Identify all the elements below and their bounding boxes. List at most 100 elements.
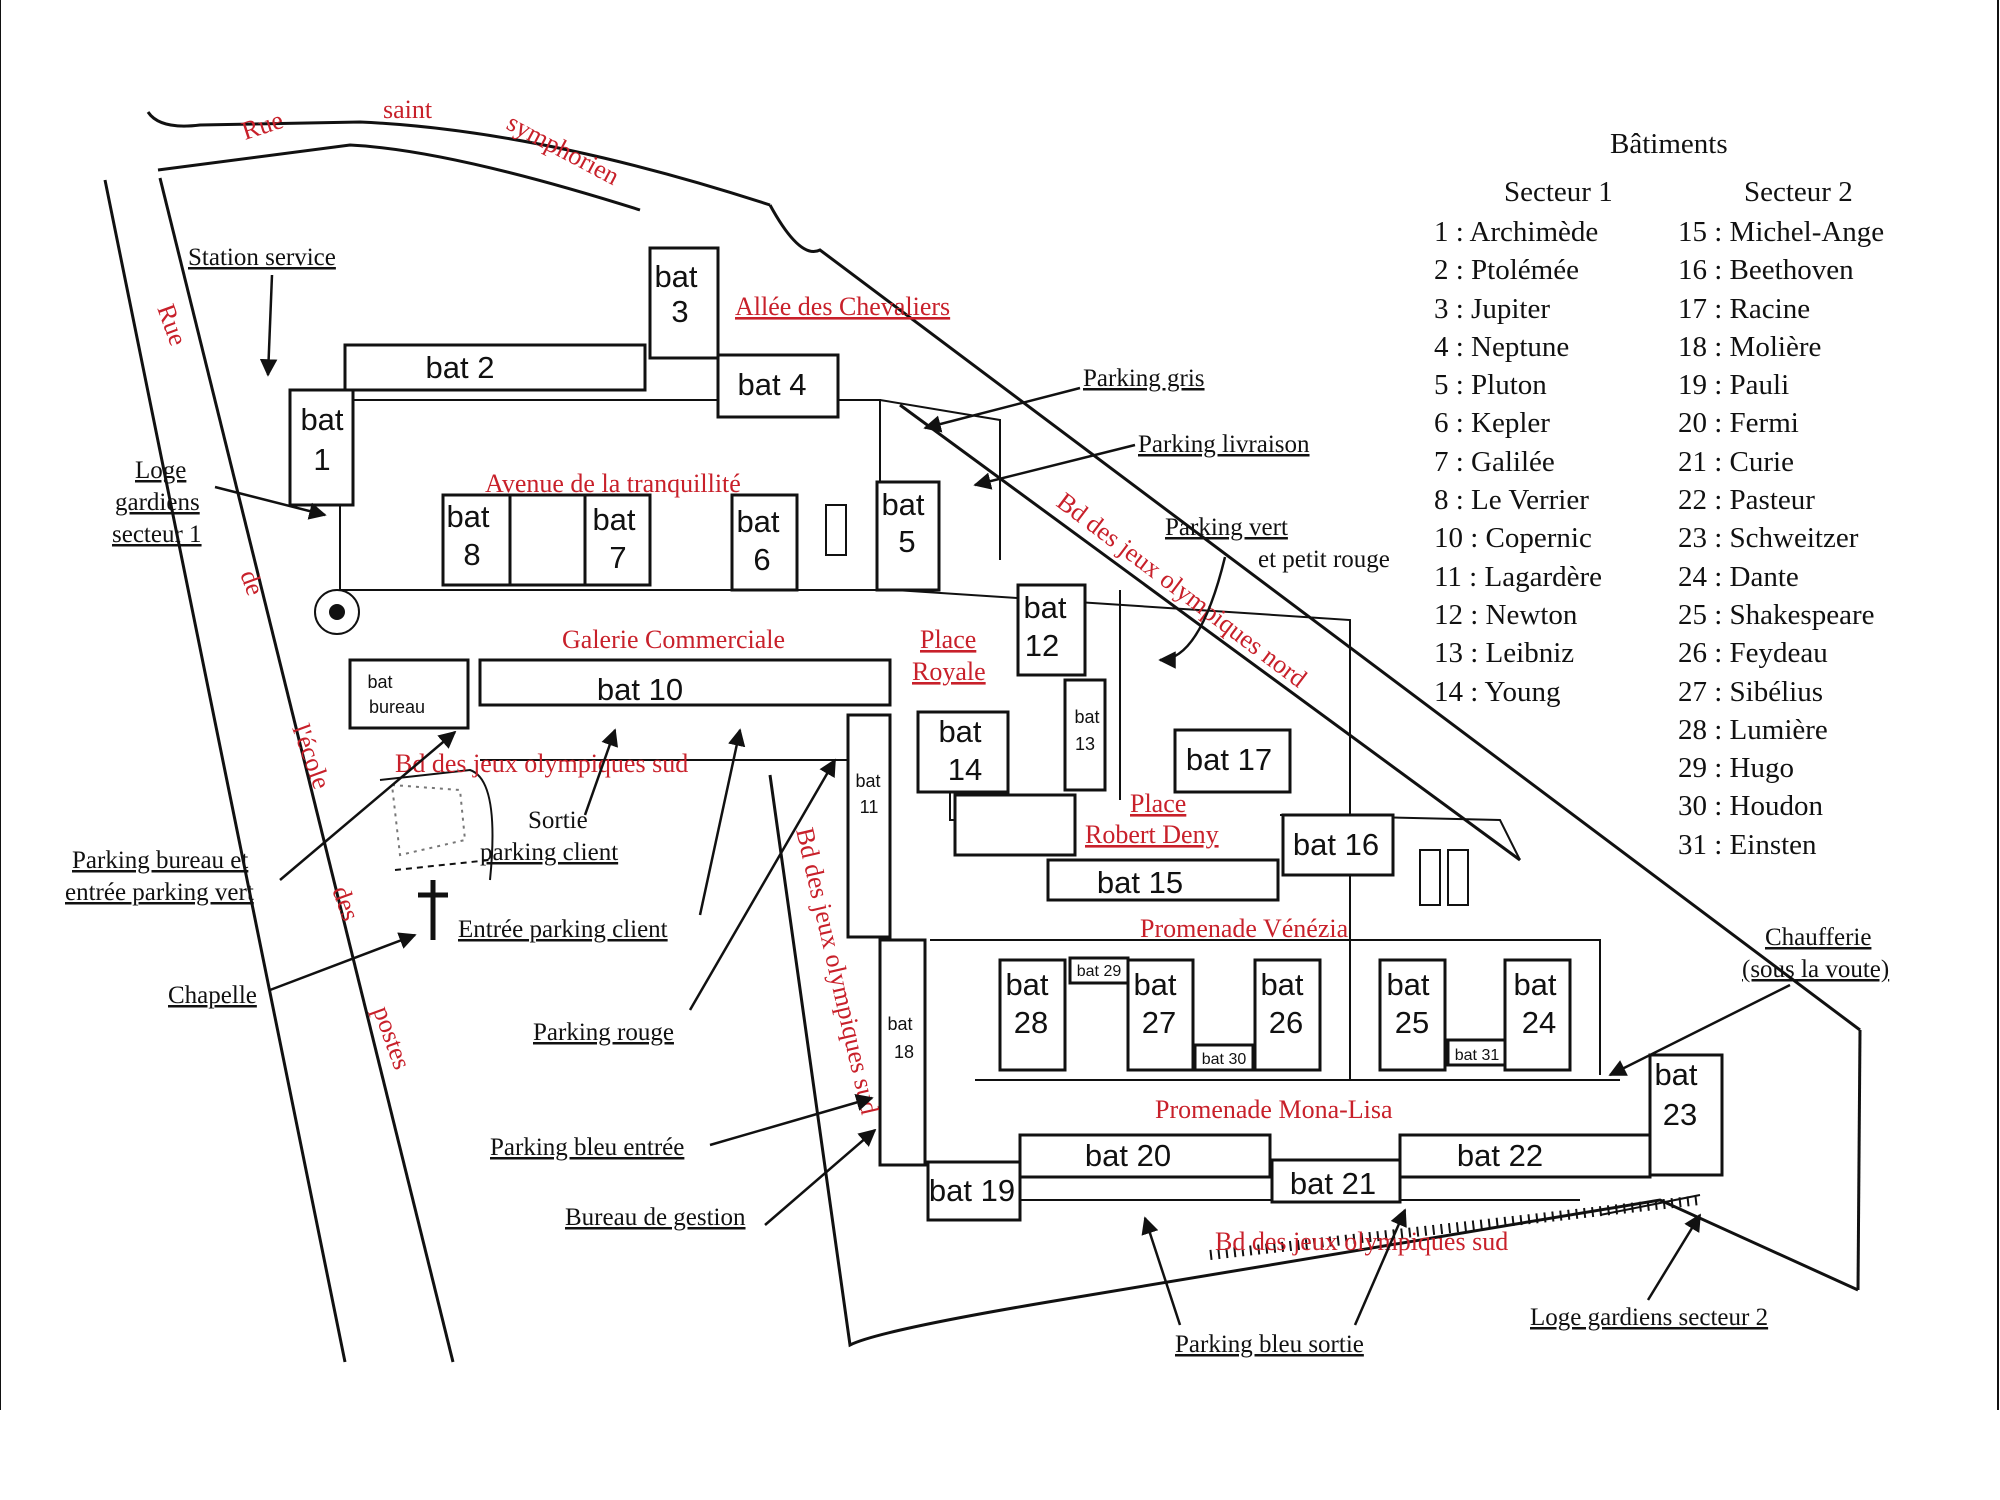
building-10: bat 10 — [478, 658, 892, 707]
legend-item: 15 : Michel-Ange — [1678, 216, 1885, 248]
site-south-edge — [768, 774, 1859, 1348]
legend-item: 31 : Einsten — [1678, 828, 1817, 861]
building-2: bat 2 — [343, 343, 647, 392]
road-rue-ecole-east — [158, 177, 455, 1363]
chapel-parking — [390, 783, 467, 857]
place-robert-line2: Robert Deny — [1085, 820, 1219, 849]
place-royale-line2: Royale — [912, 657, 986, 686]
building-label: 23 — [1663, 1097, 1697, 1132]
building-label: 14 — [948, 752, 982, 787]
building-label: bat — [1654, 1057, 1697, 1092]
building-label: bat 2 — [426, 350, 495, 385]
road-rue-saint-symphorien-south — [157, 143, 641, 212]
building-label: bat 16 — [1293, 827, 1379, 862]
street-promenade-monalisa: Promenade Mona-Lisa — [1155, 1095, 1393, 1124]
place-royale-line1: Place — [920, 625, 976, 654]
label-station-service: Station service — [188, 244, 336, 271]
label-chaufferie-line1: Chaufferie — [1765, 924, 1871, 951]
building-label: 11 — [860, 797, 879, 817]
parking-stalls-a — [1419, 849, 1441, 906]
building-label: bat — [300, 402, 343, 437]
street-rue-ecole-rue: Rue — [151, 300, 193, 349]
legend-item: 16 : Beethoven — [1678, 254, 1854, 287]
building-22: bat 22 — [1398, 1133, 1652, 1179]
building-label: 24 — [1522, 1005, 1556, 1040]
label-loge2: Loge gardiens secteur 2 — [1530, 1304, 1768, 1331]
road-bd-nord-inner — [899, 403, 1521, 862]
road-promenade-venezia — [930, 939, 1601, 1075]
parking-spot-a — [825, 504, 847, 556]
label-parking-bleu-entree: Parking bleu entrée — [490, 1134, 684, 1161]
building-label: 18 — [894, 1042, 914, 1062]
legend-item: 26 : Feydeau — [1678, 637, 1828, 670]
legend-item: 29 : Hugo — [1678, 752, 1794, 785]
legend-item: 6 : Kepler — [1434, 407, 1550, 440]
building-21: bat 21 — [1270, 1158, 1402, 1204]
building-label: bat — [1074, 707, 1099, 727]
label-loge1-line3: secteur 1 — [112, 521, 202, 548]
parking-client-edge — [379, 768, 494, 881]
building-label: 8 — [463, 537, 480, 572]
street-rue-ecole-postes: postes — [367, 1002, 416, 1073]
building-30: bat 30 — [1193, 1043, 1255, 1072]
label-parking-bleu-sortie: Parking bleu sortie — [1175, 1331, 1364, 1358]
roundabout — [314, 589, 360, 635]
legend-item: 23 : Schweitzer — [1678, 522, 1859, 555]
building-label: bat — [1023, 590, 1066, 625]
building-label: bat 10 — [597, 672, 683, 707]
building-label: bat — [367, 672, 392, 692]
street-rue: Rue — [238, 105, 287, 146]
label-chapelle: Chapelle — [168, 982, 257, 1009]
building-label: bat — [1133, 967, 1176, 1002]
building-label: bat — [1386, 967, 1429, 1002]
label-parking-bureau-line1: Parking bureau et — [72, 847, 248, 874]
legend-title: Bâtiments — [1610, 128, 1728, 160]
label-parking-bureau-line2: entrée parking vert — [65, 879, 254, 906]
building-label: bat — [855, 771, 880, 791]
building-label: bat — [887, 1014, 912, 1034]
label-chaufferie-line2: (sous la voute) — [1742, 956, 1889, 983]
building-label: 25 — [1395, 1005, 1429, 1040]
street-rue-ecole-de: de — [234, 566, 270, 599]
legend-item: 3 : Jupiter — [1434, 292, 1550, 325]
building-label: bat — [446, 499, 489, 534]
building-15: bat 15 — [1046, 858, 1280, 902]
label-parking-vert-line2: et petit rouge — [1258, 546, 1390, 573]
building-label: bat 19 — [929, 1173, 1015, 1208]
legend-item: 7 : Galilée — [1434, 445, 1555, 478]
legend-item: 2 : Ptolémée — [1434, 254, 1579, 287]
label-sortie-client-line2: parking client — [480, 839, 618, 866]
site-east-edge — [1856, 1029, 1862, 1291]
road-parking-gris — [879, 399, 1001, 560]
legend-item: 12 : Newton — [1434, 598, 1578, 631]
building-11: bat 11 — [846, 713, 892, 939]
label-parking-gris: Parking gris — [1083, 365, 1205, 392]
street-bd-sud-top: Bd des jeux olympiques sud — [395, 749, 688, 778]
label-bureau-gestion: Bureau de gestion — [565, 1204, 746, 1231]
label-loge1-line1: Loge — [135, 457, 186, 484]
legend-item: 25 : Shakespeare — [1678, 598, 1875, 631]
building-label: bat 29 — [1077, 963, 1122, 980]
building-23: bat 23 — [1648, 1053, 1724, 1177]
legend-item: 24 : Dante — [1678, 560, 1799, 593]
building-17: bat 17 — [1173, 728, 1292, 794]
building-19: bat 19 — [926, 1160, 1022, 1222]
legend-item: 1 : Archimède — [1434, 216, 1599, 248]
roundabout-center — [329, 604, 345, 620]
building-label: bat 22 — [1457, 1138, 1543, 1173]
building-label: 26 — [1269, 1005, 1303, 1040]
legend-item: 20 : Fermi — [1678, 407, 1799, 440]
legend-item: 5 : Pluton — [1434, 369, 1547, 402]
legend-sector2-header: Secteur 2 — [1744, 176, 1853, 208]
